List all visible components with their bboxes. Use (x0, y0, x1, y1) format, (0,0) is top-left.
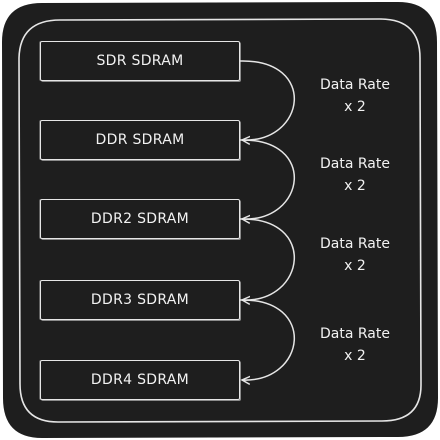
node-label: DDR SDRAM (95, 132, 185, 148)
edge-label-2: Data Rate x 2 (300, 153, 410, 197)
connector-arrow-4 (239, 299, 295, 380)
edge-label-line2: x 2 (344, 178, 366, 194)
edge-label-4: Data Rate x 2 (300, 323, 410, 367)
edge-label-line2: x 2 (344, 99, 366, 115)
edge-label-3: Data Rate x 2 (300, 233, 410, 277)
node-label: DDR2 SDRAM (90, 211, 190, 227)
connector-arrow-3 (239, 218, 295, 300)
node-label: SDR SDRAM (96, 53, 184, 69)
edge-label-1: Data Rate x 2 (300, 74, 410, 118)
node-ddr-sdram: DDR SDRAM (40, 120, 240, 160)
connector-arrow-2 (239, 139, 295, 219)
edge-label-line1: Data Rate (320, 326, 390, 342)
node-ddr4-sdram: DDR4 SDRAM (40, 360, 240, 400)
connector-arrow-1 (239, 60, 295, 140)
node-label: DDR4 SDRAM (90, 372, 190, 388)
edge-label-line1: Data Rate (320, 156, 390, 172)
edge-label-line2: x 2 (344, 258, 366, 274)
node-ddr3-sdram: DDR3 SDRAM (40, 280, 240, 320)
node-label: DDR3 SDRAM (90, 292, 190, 308)
edge-label-line1: Data Rate (320, 236, 390, 252)
node-ddr2-sdram: DDR2 SDRAM (40, 199, 240, 239)
inner-rounded-frame (18, 18, 422, 423)
edge-label-line2: x 2 (344, 348, 366, 364)
node-sdr-sdram: SDR SDRAM (40, 41, 240, 81)
edge-label-line1: Data Rate (320, 77, 390, 93)
